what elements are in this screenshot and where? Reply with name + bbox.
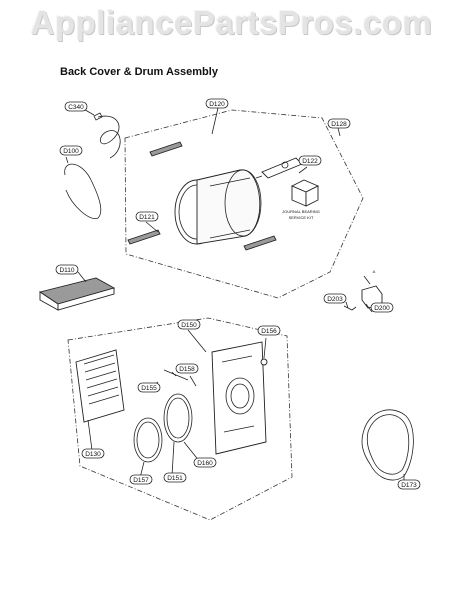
svg-text:D157: D157 [133, 477, 149, 484]
kit-label-line2: SERVICE KIT [289, 215, 314, 220]
callout-d150: D150 [177, 319, 201, 330]
callout-d158: D158 [175, 363, 199, 374]
thermistor-parts [343, 275, 383, 311]
lint-filter-housing-part [38, 277, 116, 311]
svg-text:D160: D160 [197, 460, 213, 467]
site-watermark: AppliancePartsPros.com [30, 4, 433, 41]
svg-text:D100: D100 [63, 148, 79, 155]
callout-d156: D156 [257, 325, 281, 336]
drum-seal-rings [133, 393, 193, 463]
svg-text:D120: D120 [209, 101, 225, 108]
callout-d200: D200 [370, 302, 394, 313]
callout-d110: D110 [55, 264, 79, 275]
svg-text:D155: D155 [141, 385, 157, 392]
svg-text:D158: D158 [179, 366, 195, 373]
svg-text:D110: D110 [59, 267, 74, 274]
callout-d155: D155 [137, 382, 161, 393]
callout-d120: D120 [205, 98, 229, 109]
callout-d100: D100 [59, 145, 83, 156]
bracket-rod-part [163, 369, 197, 387]
svg-text:D156: D156 [261, 328, 277, 335]
journal-bearing-part [255, 157, 320, 207]
drum-assembly-boundary [124, 109, 364, 299]
door-gasket-part [361, 409, 414, 481]
callout-d128: D128 [327, 118, 351, 129]
callout-d160: D160 [193, 457, 217, 468]
svg-text:D150: D150 [181, 322, 197, 329]
fitting-part [260, 358, 268, 366]
svg-text:D128: D128 [331, 121, 347, 128]
mark-a: A [373, 269, 376, 274]
drum-belt-part [64, 163, 102, 219]
svg-text:D200: D200 [374, 305, 390, 312]
drum-lifter-parts [127, 141, 277, 251]
callout-d203: D203 [323, 293, 347, 304]
svg-text:D173: D173 [401, 482, 417, 489]
back-cover-assembly-boundary [67, 317, 293, 521]
callout-d122: D122 [298, 155, 322, 166]
wire-harness-part [93, 112, 121, 159]
back-cover-part [211, 341, 267, 455]
svg-text:C340: C340 [68, 104, 84, 111]
callout-d130: D130 [81, 448, 105, 459]
callout-d157: D157 [129, 474, 153, 485]
diagram-title: Back Cover & Drum Assembly [60, 66, 218, 78]
svg-text:D203: D203 [327, 296, 343, 303]
svg-text:D130: D130 [85, 451, 101, 458]
svg-text:D122: D122 [302, 158, 318, 165]
callout-d121: D121 [135, 211, 159, 222]
callout-c340: C340 [64, 101, 88, 112]
svg-text:D121: D121 [139, 214, 155, 221]
kit-label-line1: JOURNAL BEARING [282, 209, 320, 214]
drum-part [174, 169, 262, 245]
callout-d173: D173 [397, 479, 421, 490]
rear-insulation-part [75, 349, 125, 423]
svg-text:D151: D151 [167, 475, 183, 482]
callout-d151: D151 [163, 472, 187, 483]
